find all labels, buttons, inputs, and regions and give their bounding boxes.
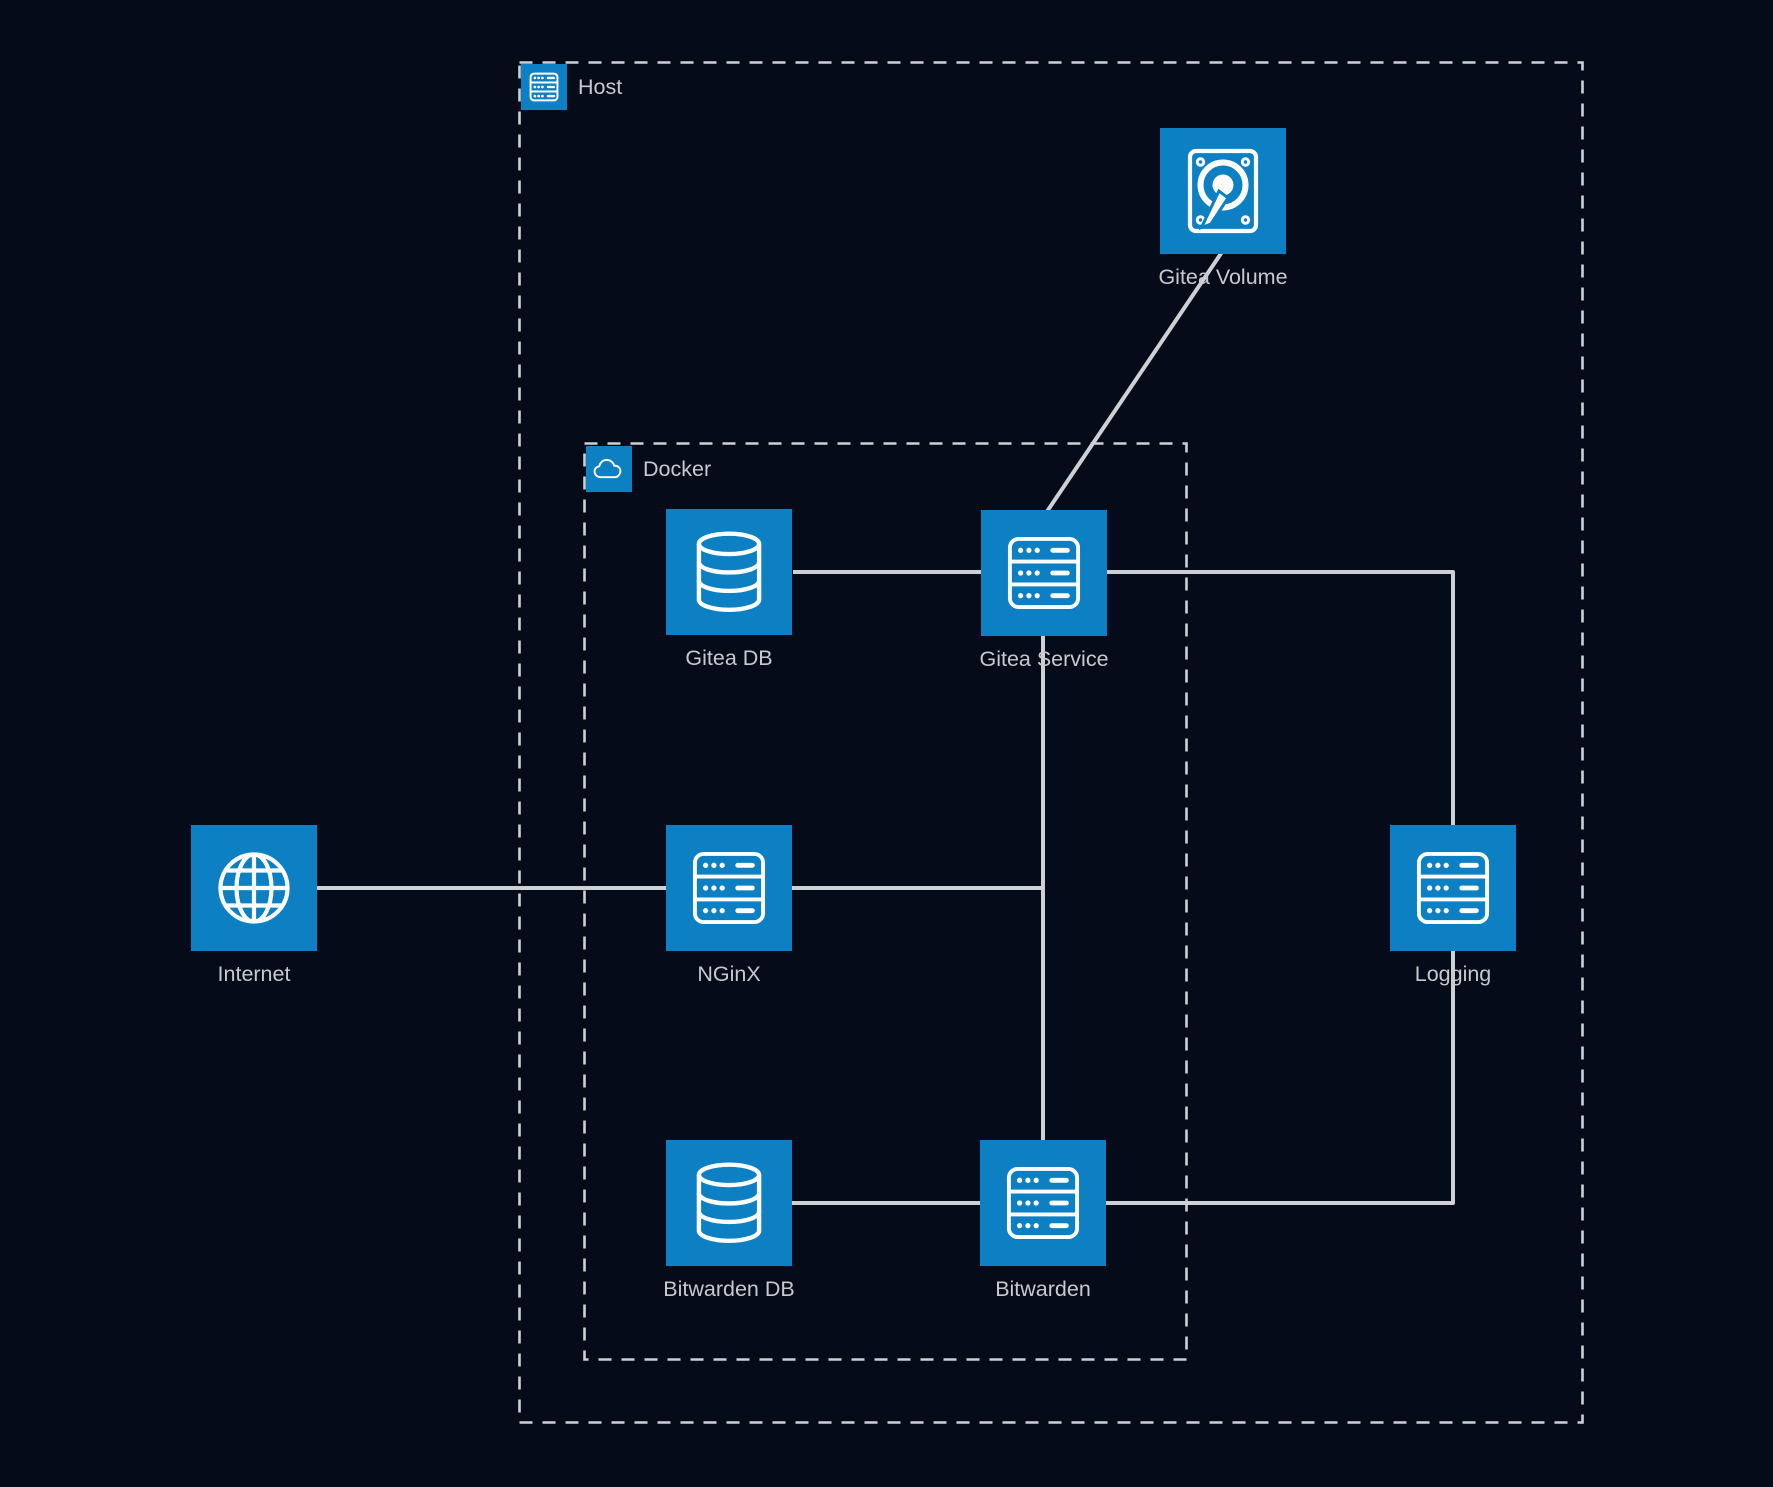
edge-bitwarden-logging <box>1105 951 1455 1205</box>
edge-giteaservice-logging <box>1106 570 1455 826</box>
node-label: NGinX <box>697 962 761 986</box>
node-gitea-volume[interactable]: Gitea Volume <box>1158 128 1288 289</box>
node-logging[interactable]: Logging <box>1390 825 1516 986</box>
node-gitea-db[interactable]: Gitea DB <box>666 509 792 670</box>
server-icon <box>666 825 792 951</box>
server-icon <box>521 64 567 110</box>
server-icon <box>981 510 1107 636</box>
node-label: Bitwarden <box>995 1277 1091 1301</box>
node-bitwarden[interactable]: Bitwarden <box>980 1140 1106 1301</box>
node-label: Gitea Service <box>979 647 1109 671</box>
node-nginx[interactable]: NGinX <box>666 825 792 986</box>
hard-disk-icon <box>1160 128 1286 254</box>
node-label: Gitea Volume <box>1158 265 1288 289</box>
node-label: Internet <box>217 962 291 986</box>
docker-container-border[interactable] <box>583 442 1188 1361</box>
node-bitwarden-db[interactable]: Bitwarden DB <box>663 1140 795 1301</box>
node-label: Logging <box>1414 962 1492 986</box>
database-icon <box>666 509 792 635</box>
server-icon <box>980 1140 1106 1266</box>
docker-label: Docker <box>643 456 712 481</box>
node-label: Gitea DB <box>685 646 773 670</box>
node-internet[interactable]: Internet <box>191 825 317 986</box>
docker-header[interactable]: Docker <box>586 446 711 492</box>
edge-giteavolume-giteaservice <box>1044 250 1224 515</box>
database-icon <box>666 1140 792 1266</box>
node-label: Bitwarden DB <box>663 1277 795 1301</box>
host-container-border[interactable] <box>518 61 1584 1424</box>
host-header[interactable]: Host <box>521 64 622 110</box>
cloud-icon <box>586 446 632 492</box>
host-label: Host <box>578 74 623 99</box>
server-icon <box>1390 825 1516 951</box>
globe-icon <box>191 825 317 951</box>
node-gitea-service[interactable]: Gitea Service <box>979 510 1109 671</box>
